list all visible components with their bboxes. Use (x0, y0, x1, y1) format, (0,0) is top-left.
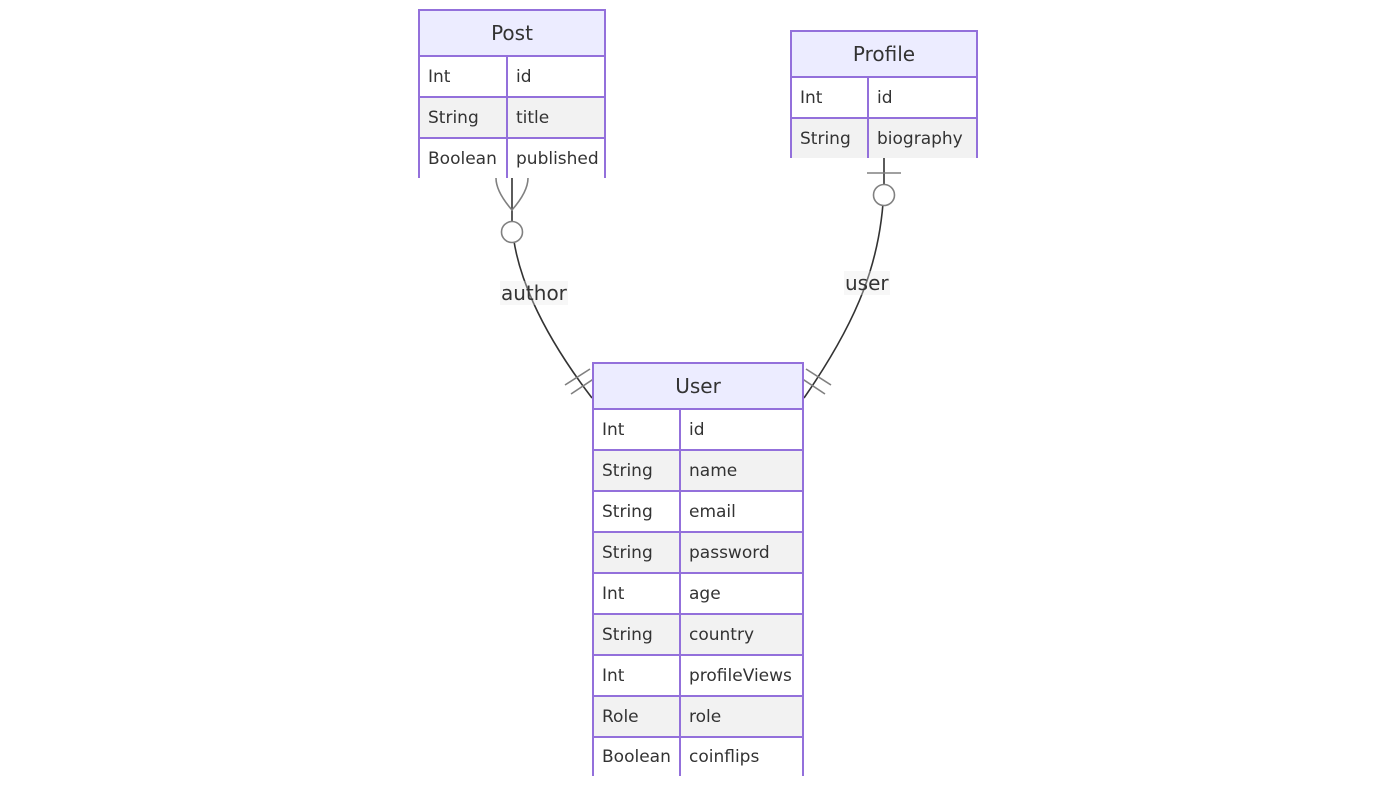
crowsfoot-marker-post (495, 177, 529, 212)
attribute-type: Int (792, 78, 869, 117)
attribute-type: Int (420, 57, 508, 96)
attribute-name: id (516, 66, 532, 87)
zero-marker-post (500, 220, 524, 244)
attribute-row: Int id (420, 57, 604, 98)
zero-marker-profile (872, 183, 896, 207)
entity-user[interactable]: User Int id String name String email Str… (592, 362, 804, 776)
attribute-name: age (689, 583, 721, 604)
entity-post[interactable]: Post Int id String title Boolean publish… (418, 9, 606, 178)
attribute-name: country (689, 624, 755, 645)
entity-user-title: User (594, 364, 802, 410)
attribute-row: String email (594, 492, 802, 533)
attribute-name: id (689, 419, 705, 440)
attribute-row: Int id (792, 78, 976, 119)
attribute-row: Int id (594, 410, 802, 451)
attribute-name: name (689, 460, 738, 481)
attribute-type: Boolean (594, 738, 681, 776)
attribute-type: String (594, 533, 681, 572)
attribute-type: String (594, 492, 681, 531)
attribute-type: Int (594, 574, 681, 613)
attribute-row: String biography (792, 119, 976, 158)
relationship-label-user: user (844, 271, 890, 295)
attribute-name: id (877, 87, 893, 108)
entity-profile-title: Profile (792, 32, 976, 78)
attribute-name: published (516, 148, 599, 169)
attribute-name: email (689, 501, 736, 522)
attribute-type: String (792, 119, 869, 158)
attribute-type: Boolean (420, 139, 508, 178)
attribute-type: Int (594, 410, 681, 449)
attribute-row: Int age (594, 574, 802, 615)
attribute-row: String name (594, 451, 802, 492)
attribute-name: role (689, 706, 722, 727)
attribute-type: String (594, 451, 681, 490)
one-marker-user-left-b (570, 377, 596, 395)
attribute-type: String (594, 615, 681, 654)
attribute-name: profileViews (689, 665, 792, 686)
entity-post-attributes: Int id String title Boolean published (420, 57, 604, 178)
attribute-row: Boolean published (420, 139, 604, 178)
entity-profile[interactable]: Profile Int id String biography (790, 30, 978, 158)
attribute-type: Int (594, 656, 681, 695)
attribute-row: Role role (594, 697, 802, 738)
attribute-row: Boolean coinflips (594, 738, 802, 776)
relationship-label-author: author (500, 281, 568, 305)
entity-user-attributes: Int id String name String email String p… (594, 410, 802, 776)
one-marker-user-right-a (805, 368, 832, 386)
attribute-name: password (689, 542, 770, 563)
entity-post-title: Post (420, 11, 604, 57)
entity-profile-attributes: Int id String biography (792, 78, 976, 158)
attribute-type: Role (594, 697, 681, 736)
attribute-row: String country (594, 615, 802, 656)
attribute-type: String (420, 98, 508, 137)
attribute-row: String password (594, 533, 802, 574)
attribute-name: biography (877, 128, 963, 149)
one-marker-user-left-a (564, 368, 591, 386)
attribute-name: title (516, 107, 550, 128)
attribute-name: coinflips (689, 747, 760, 767)
one-marker-user-right-b (800, 377, 826, 395)
attribute-row: Int profileViews (594, 656, 802, 697)
attribute-row: String title (420, 98, 604, 139)
